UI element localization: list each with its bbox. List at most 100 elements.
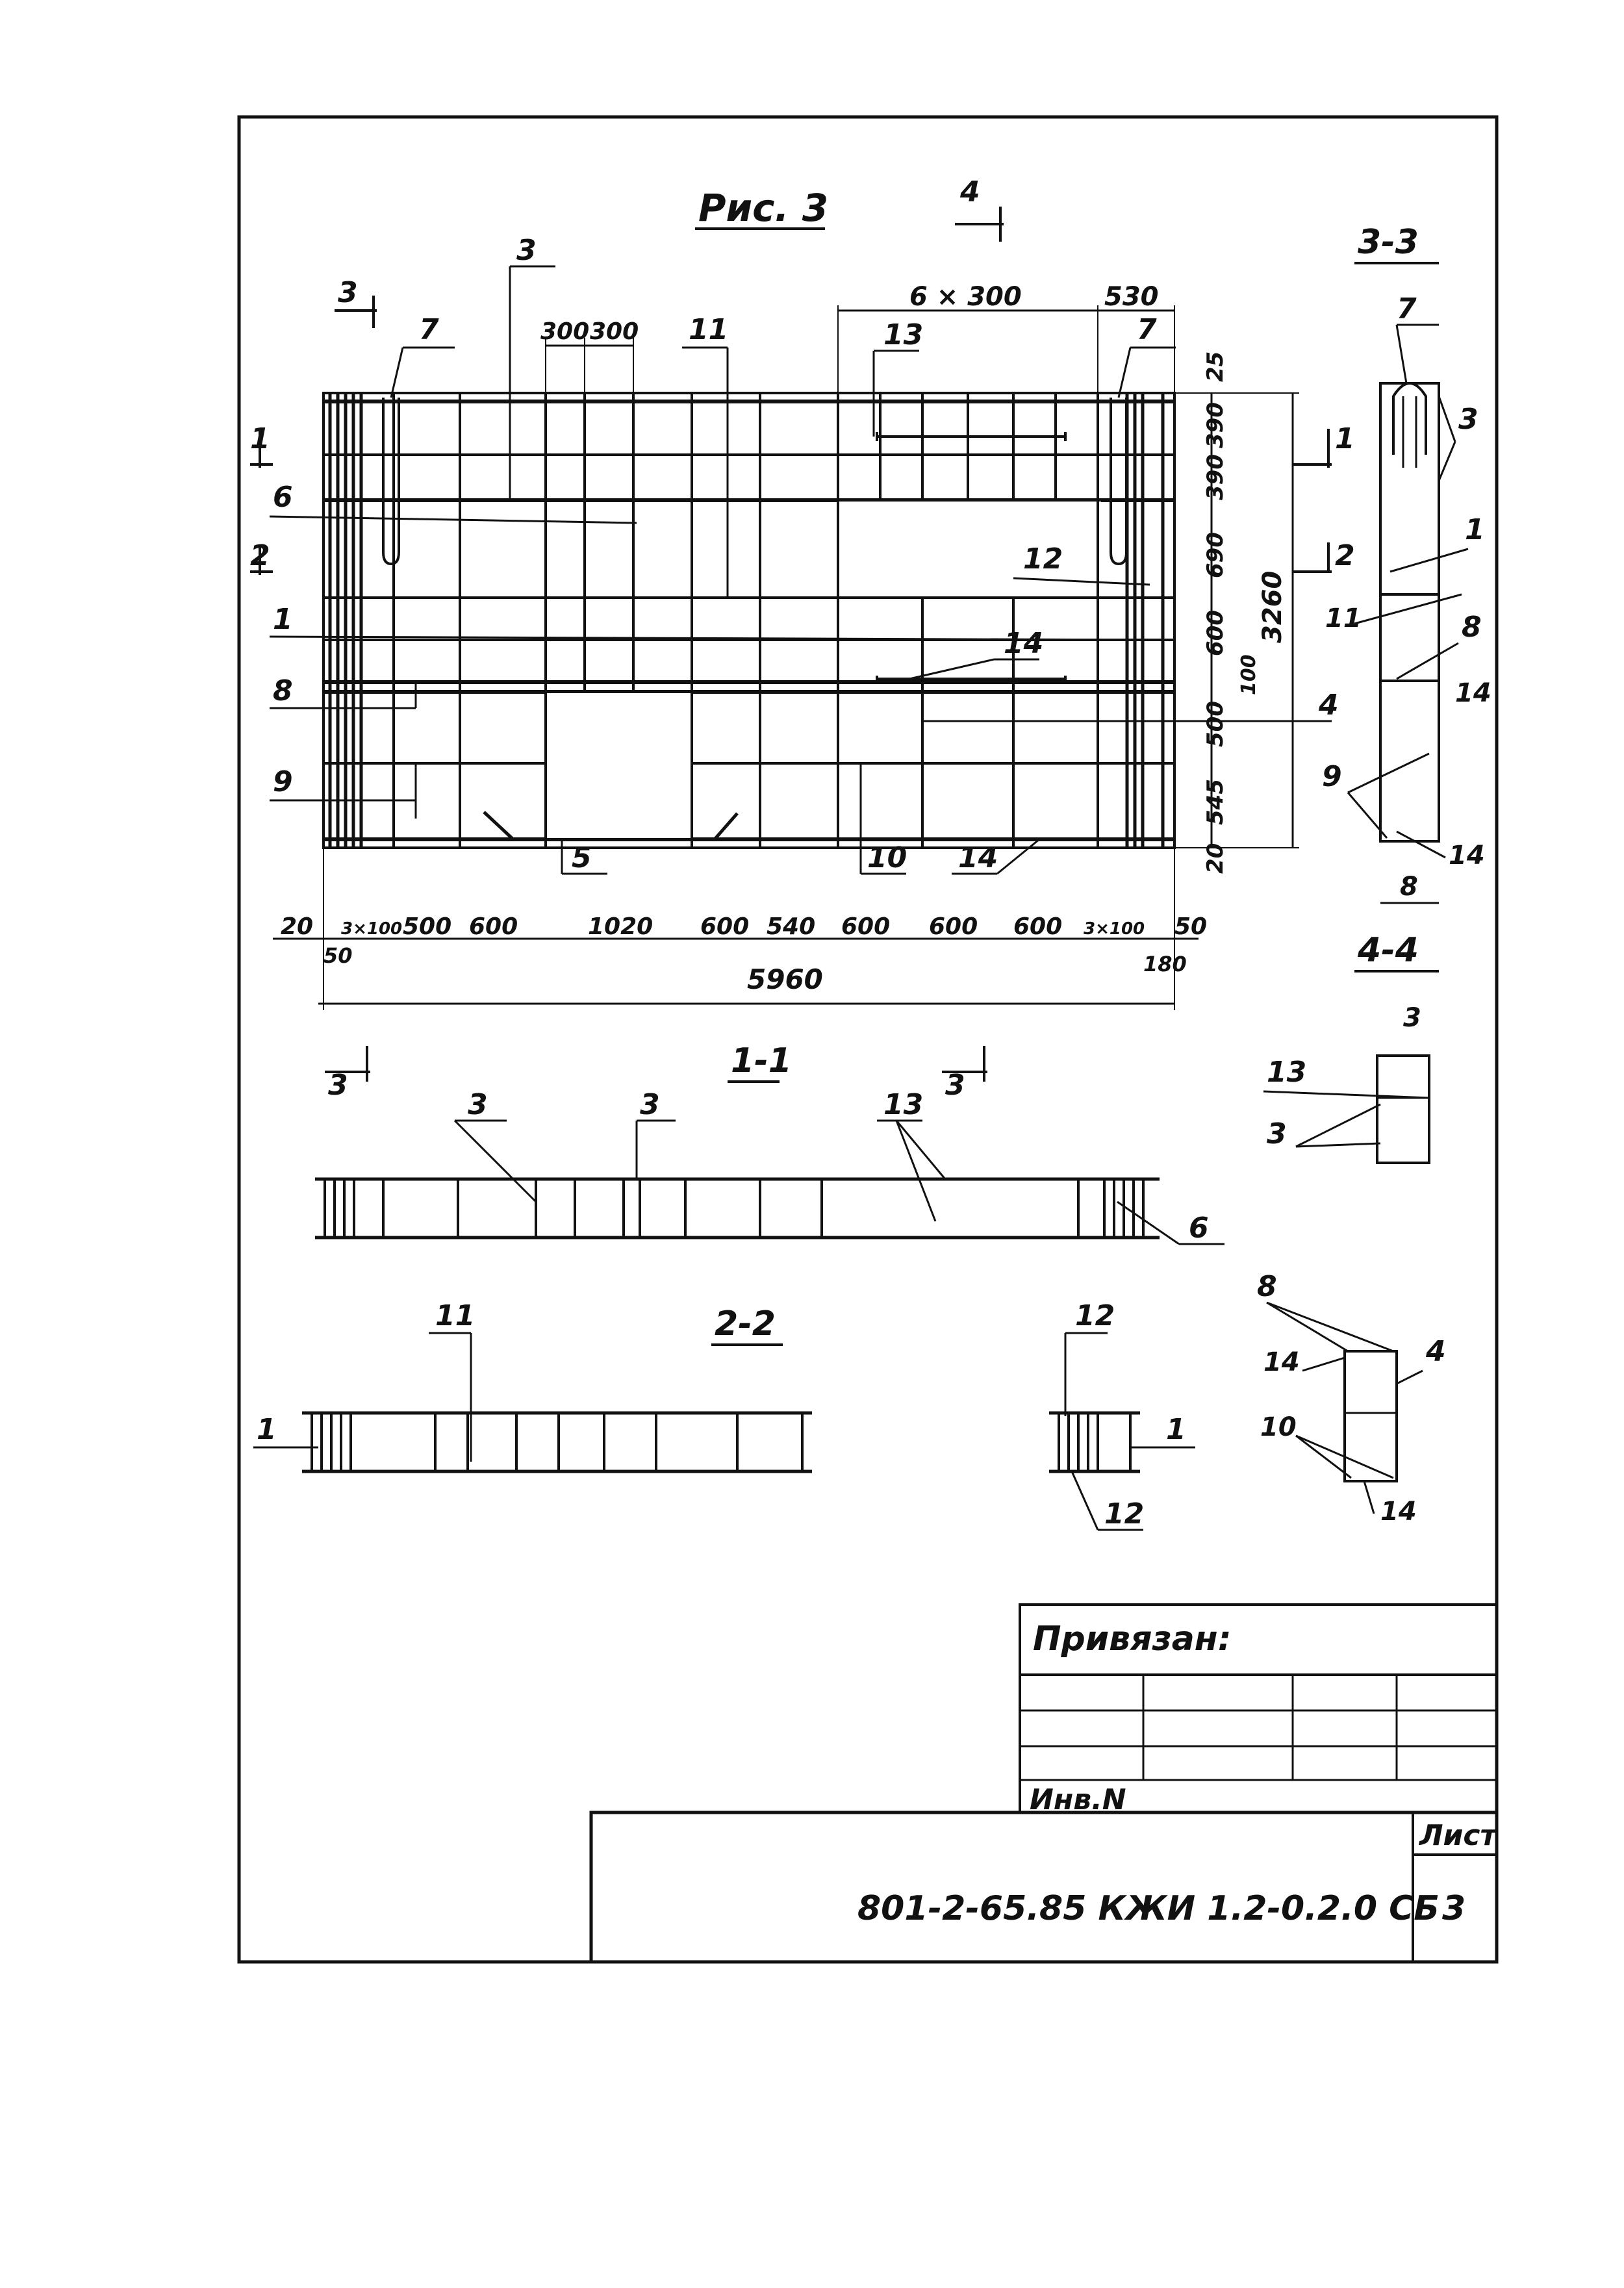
callout-11-top: 11 — [689, 313, 728, 346]
leader — [1396, 1369, 1423, 1385]
list-label: Лист — [1418, 1819, 1498, 1852]
dim-right-7: 500 — [1202, 701, 1228, 747]
callout-8-detail: 8 — [1257, 1270, 1277, 1303]
leader — [1295, 1103, 1381, 1148]
drawing-code: 801-2-65.85 КЖИ 1.2-0.2.0 СБ — [857, 1889, 1440, 1928]
leader — [269, 515, 637, 524]
callout-12: 12 — [1023, 542, 1063, 576]
cut-mark-2-right: 2 — [1335, 539, 1355, 572]
leader — [1266, 1301, 1394, 1353]
privyazan-label: Привязан: — [1033, 1620, 1232, 1659]
dim-bottom-10: 600 — [1013, 913, 1062, 940]
leader — [1263, 1090, 1430, 1099]
leader — [1295, 1142, 1381, 1148]
callout-1-s33: 1 — [1465, 513, 1485, 546]
cut-mark-3-s11b: 3 — [945, 1069, 965, 1102]
callout-1: 1 — [273, 603, 293, 636]
callout-10-detail: 10 — [1260, 1412, 1297, 1442]
dim-b180: 180 — [1143, 952, 1187, 976]
main-elevation — [322, 392, 1176, 849]
cut-mark-3-s11a: 3 — [328, 1069, 348, 1102]
leader — [1347, 792, 1388, 839]
detail-12: 12 12 1 — [1049, 1299, 1195, 1531]
section-title-4-4: 4-4 — [1357, 931, 1419, 970]
hook-7-left — [382, 398, 400, 566]
dim-right-2: 390 — [1202, 402, 1228, 448]
leader — [1396, 642, 1459, 680]
elevation-cut-marks: 3 1 2 1 2 — [250, 276, 1355, 575]
dim-bottom-6: 600 — [700, 913, 749, 940]
callout-8-s33: 8 — [1462, 611, 1482, 644]
callout-3-s33: 3 — [1458, 403, 1478, 436]
leader — [1266, 1301, 1349, 1353]
callout-3-s44b: 3 — [1267, 1117, 1287, 1150]
callout-1-s22: 1 — [257, 1413, 277, 1446]
leader — [1117, 1201, 1180, 1245]
section-3-3: 3-3 7 3 1 11 8 14 9 14 8 — [1322, 223, 1491, 904]
cut-mark-1-right: 1 — [1335, 422, 1355, 455]
leader — [1389, 548, 1469, 573]
detail-section-4: 8 14 4 10 14 — [1257, 1270, 1446, 1527]
callout-13-s44: 13 — [1267, 1056, 1306, 1089]
callout-14-s33b: 14 — [1449, 841, 1485, 871]
callout-5: 5 — [572, 841, 592, 874]
dim-bottom-11: 3×100 — [1084, 919, 1145, 939]
hook-7-right — [1110, 398, 1128, 566]
dim-s33-w: 8 — [1400, 872, 1418, 902]
dim-right-4: 690 — [1202, 532, 1228, 578]
dim-overall-w: 5960 — [747, 963, 823, 995]
main-stamp — [589, 1811, 1499, 1964]
section-title-1-1: 1-1 — [731, 1041, 792, 1080]
dim-bottom-9: 600 — [929, 913, 978, 940]
dim-bottom-5: 1020 — [588, 913, 653, 940]
callout-6-s11: 6 — [1189, 1212, 1209, 1245]
dim-b50: 50 — [324, 943, 353, 968]
callout-8: 8 — [273, 674, 293, 707]
callout-9: 9 — [273, 765, 293, 798]
cut-mark-3: 3 — [338, 276, 358, 309]
callout-1-detail: 1 — [1166, 1413, 1186, 1446]
callout-14-top: 14 — [1004, 627, 1043, 660]
elevation-outline — [322, 392, 1176, 849]
dim-overall-h: 3260 — [1258, 571, 1288, 643]
leader — [1438, 441, 1456, 481]
hook-7-section — [1392, 382, 1427, 455]
dim-bottom-7: 540 — [767, 913, 815, 940]
dim-bottom-2: 3×100 — [341, 919, 402, 939]
callout-11-s22: 11 — [435, 1299, 475, 1332]
leader — [909, 658, 995, 680]
leader — [1438, 396, 1456, 442]
leader — [269, 635, 1157, 641]
leader — [1302, 1356, 1345, 1372]
leader — [1117, 347, 1132, 398]
callout-7-s33: 7 — [1397, 292, 1417, 325]
callout-13-top: 13 — [883, 318, 923, 351]
dim-right-5: 600 — [1202, 610, 1228, 656]
leader — [1354, 593, 1462, 625]
leader — [895, 1120, 937, 1222]
leader — [996, 838, 1040, 875]
section-4-4-outline — [1376, 1054, 1430, 1164]
dim-right-1: 25 — [1202, 351, 1228, 382]
callout-9-s33: 9 — [1322, 760, 1342, 793]
leader — [1295, 1434, 1352, 1479]
callout-4-detail: 4 — [1425, 1335, 1446, 1368]
callout-7-left: 7 — [419, 313, 439, 346]
cut-mark-4: 4 — [959, 175, 980, 209]
callout-12-b: 12 — [1104, 1497, 1144, 1531]
callout-4: 4 — [1318, 689, 1339, 722]
dim-300-b: 300 — [590, 318, 639, 345]
leader — [390, 347, 404, 398]
dim-bottom-3: 500 — [403, 913, 451, 940]
callout-14-detail-a: 14 — [1263, 1347, 1300, 1377]
leader — [1347, 752, 1430, 794]
callout-3-s44a: 3 — [1403, 1003, 1421, 1033]
leader — [1396, 830, 1446, 859]
leader — [1395, 324, 1408, 384]
section-2-2: 2-2 11 1 — [253, 1299, 812, 1473]
opening-lower — [547, 693, 691, 838]
leader — [453, 1119, 537, 1203]
callout-14-bottom: 14 — [958, 841, 998, 874]
dim-right-8: 545 — [1202, 779, 1228, 825]
